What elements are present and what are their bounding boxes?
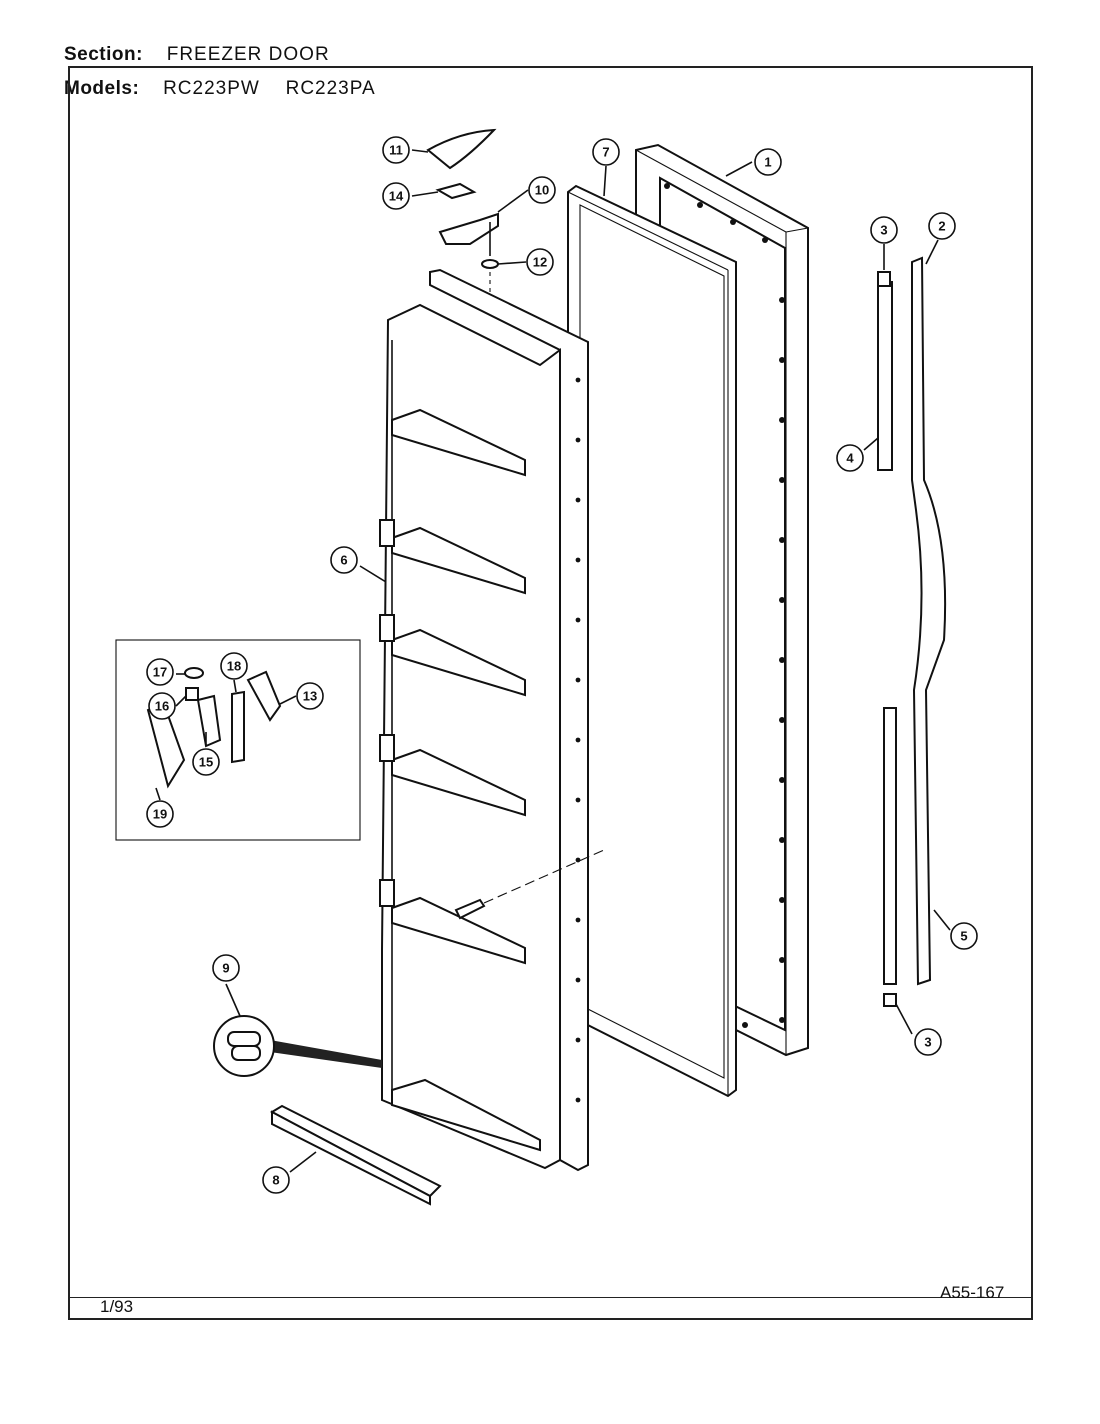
callout-10: 10 bbox=[528, 176, 556, 204]
svg-text:16: 16 bbox=[155, 699, 169, 714]
svg-text:10: 10 bbox=[535, 183, 549, 198]
models-label: Models: bbox=[64, 78, 140, 99]
model-2: RC223PA bbox=[285, 78, 376, 99]
callout-6: 6 bbox=[330, 546, 358, 574]
callout-7: 7 bbox=[592, 138, 620, 166]
svg-text:2: 2 bbox=[938, 219, 945, 234]
footer-date: 1/93 bbox=[100, 1297, 134, 1316]
callout-4: 4 bbox=[836, 444, 864, 472]
diagram-frame bbox=[68, 66, 1033, 1320]
svg-text:6: 6 bbox=[340, 553, 347, 568]
section-value: FREEZER DOOR bbox=[166, 44, 330, 65]
footer-diagram-code: A55-167 bbox=[940, 1283, 1005, 1302]
callout-15: 15 bbox=[192, 748, 220, 776]
callout-12: 12 bbox=[526, 248, 554, 276]
svg-text:15: 15 bbox=[199, 755, 213, 770]
svg-text:11: 11 bbox=[389, 143, 403, 158]
callout-3-top: 3 bbox=[870, 216, 898, 244]
top-hinge-parts bbox=[426, 128, 499, 292]
callout-1: 1 bbox=[754, 148, 782, 176]
svg-text:8: 8 bbox=[272, 1173, 279, 1188]
section-label: Section: bbox=[64, 44, 143, 65]
callout-17: 17 bbox=[146, 658, 174, 686]
models-line: Models: RC223PW RC223PA bbox=[64, 78, 396, 100]
callout-14: 14 bbox=[382, 182, 410, 210]
callout-16: 16 bbox=[148, 692, 176, 720]
inset-hinge-box bbox=[115, 639, 361, 841]
callout-18: 18 bbox=[220, 652, 248, 680]
callout-11: 11 bbox=[382, 136, 410, 164]
side-trim-parts bbox=[877, 256, 947, 1007]
bottom-trim-strip bbox=[269, 1104, 442, 1206]
section-line: Section: FREEZER DOOR bbox=[64, 44, 350, 66]
svg-text:3: 3 bbox=[880, 223, 887, 238]
svg-text:7: 7 bbox=[602, 145, 609, 160]
callout-8: 8 bbox=[262, 1166, 290, 1194]
svg-text:9: 9 bbox=[222, 961, 229, 976]
svg-text:14: 14 bbox=[389, 189, 404, 204]
svg-text:17: 17 bbox=[153, 665, 167, 680]
svg-text:5: 5 bbox=[960, 929, 967, 944]
footer-rule bbox=[68, 1297, 1033, 1298]
hinge-pin-detail bbox=[213, 1015, 382, 1077]
svg-text:3: 3 bbox=[924, 1035, 931, 1050]
callout-3-bottom: 3 bbox=[914, 1028, 942, 1056]
callout-19: 19 bbox=[146, 800, 174, 828]
svg-text:1: 1 bbox=[764, 155, 771, 170]
door-gasket bbox=[567, 184, 737, 1098]
callout-5: 5 bbox=[950, 922, 978, 950]
leader-lines bbox=[155, 149, 951, 1173]
callout-9: 9 bbox=[212, 954, 240, 982]
svg-text:18: 18 bbox=[227, 659, 241, 674]
door-inner-liner bbox=[379, 268, 605, 1172]
svg-text:4: 4 bbox=[846, 451, 854, 466]
svg-text:13: 13 bbox=[303, 689, 317, 704]
callout-2: 2 bbox=[928, 212, 956, 240]
svg-text:12: 12 bbox=[533, 255, 547, 270]
callout-13: 13 bbox=[296, 682, 324, 710]
model-1: RC223PW bbox=[163, 78, 260, 99]
svg-text:19: 19 bbox=[153, 807, 167, 822]
